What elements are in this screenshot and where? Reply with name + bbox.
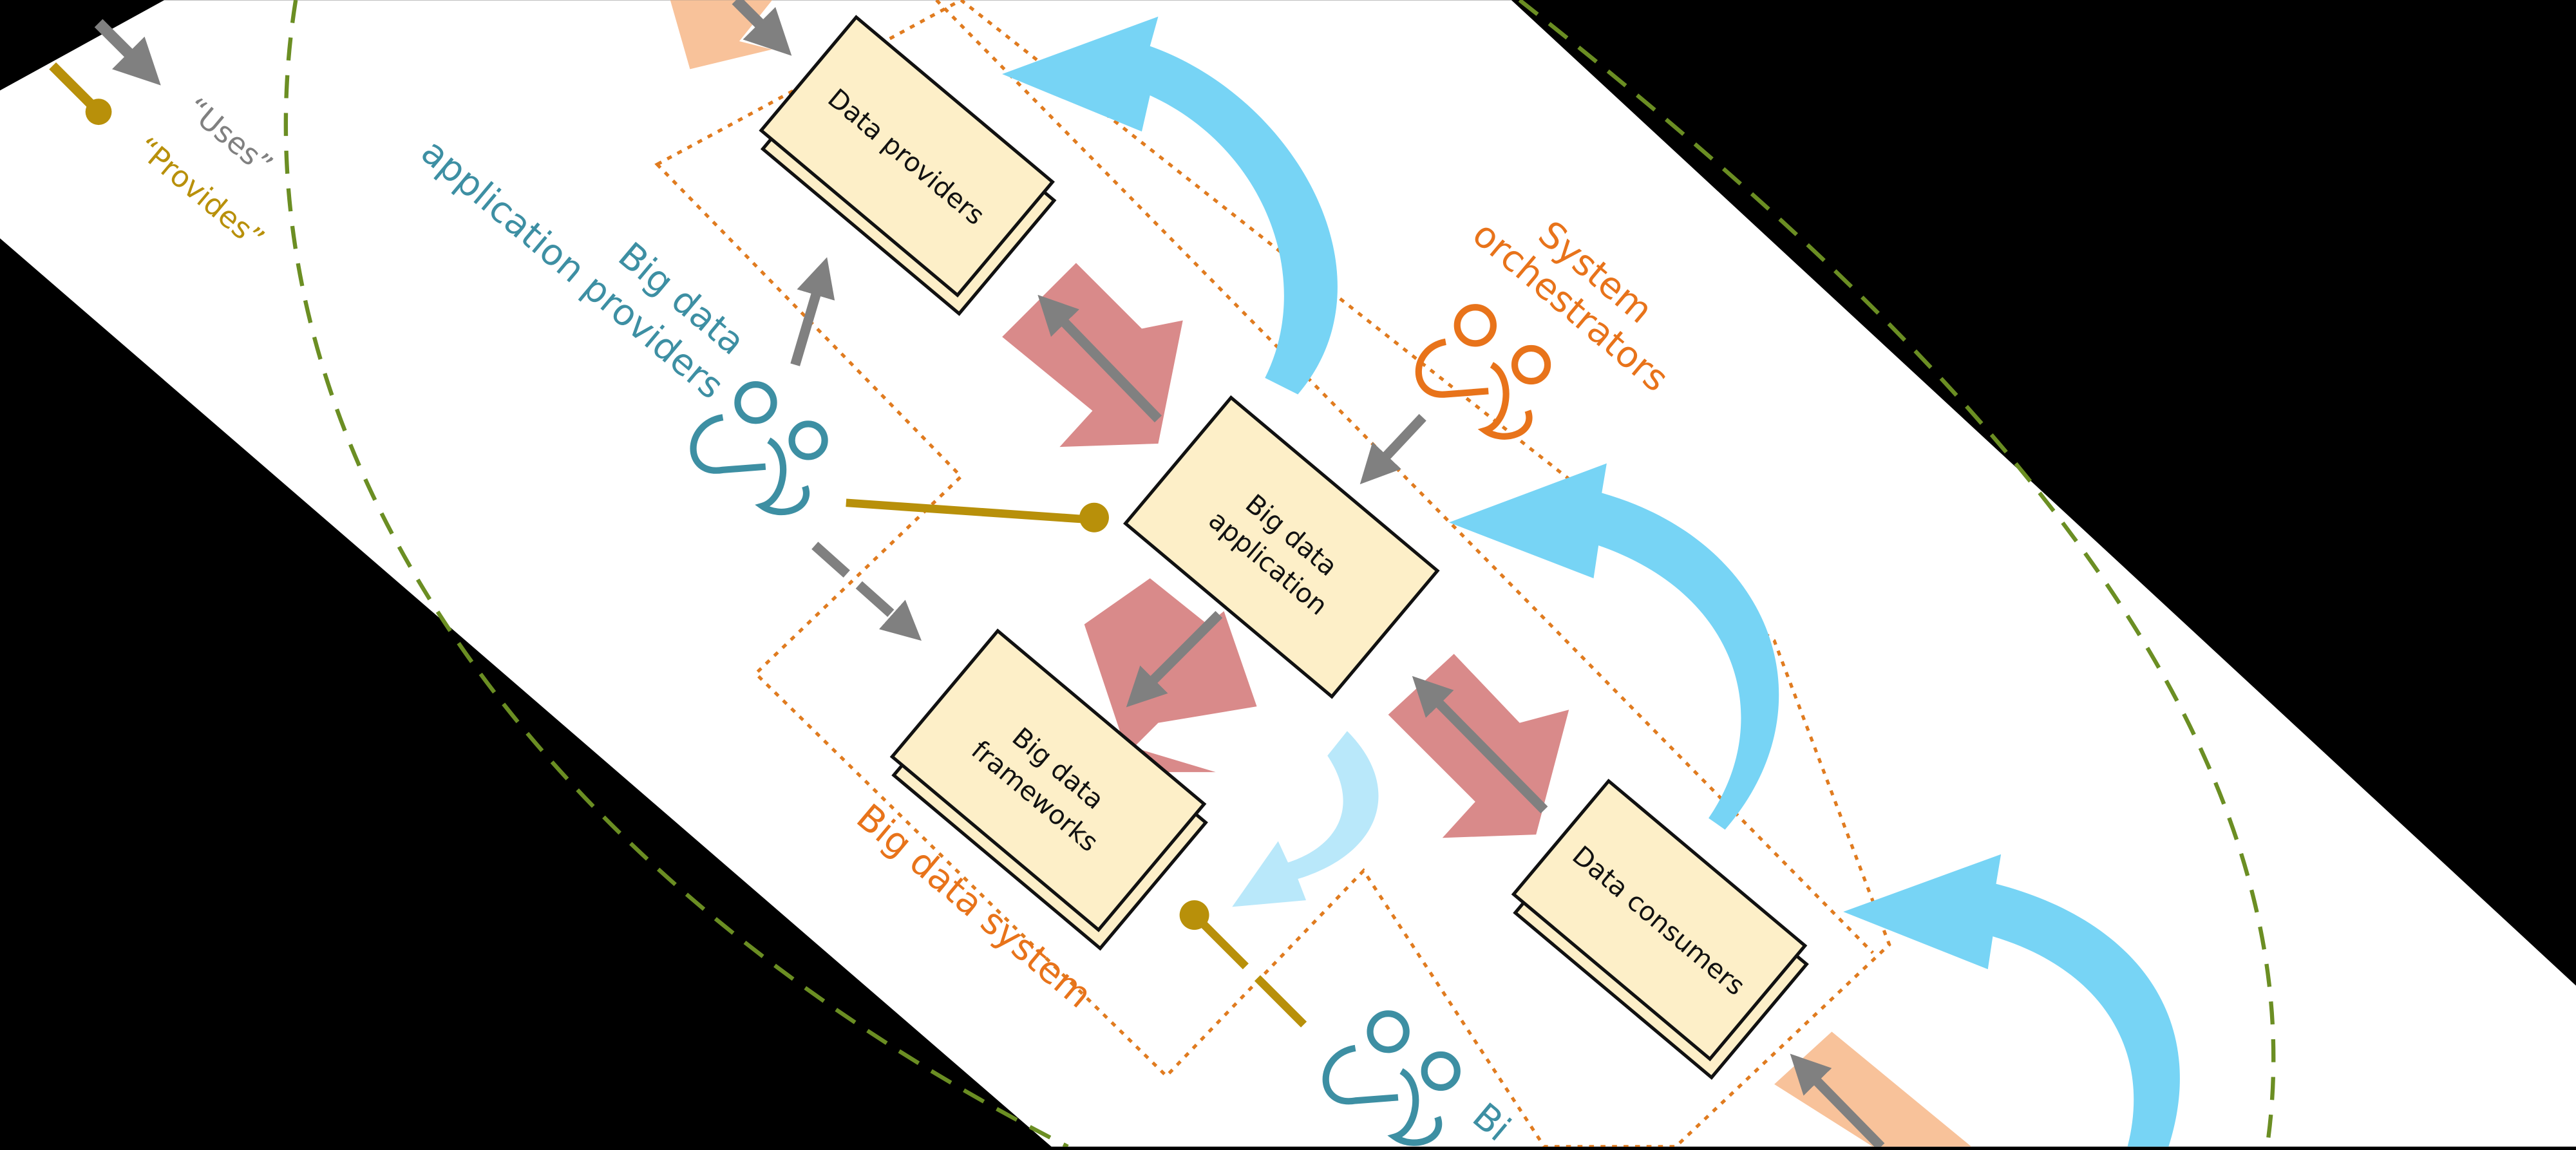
provides-application-link (846, 498, 1109, 533)
provides-frameworks-link (1179, 900, 1309, 1030)
feedback-arrow-3 (1232, 731, 1379, 907)
ecosystem-boundary-right (1518, 0, 2276, 1147)
feedback-arrow-4 (1843, 854, 2180, 1147)
uses-arrow-orchestrators (1359, 413, 1426, 485)
feedback-arrow-1 (1002, 16, 1338, 395)
feedback-arrow-2 (1449, 463, 1779, 830)
people-group-icon (690, 381, 828, 516)
system-boundary-edge (935, 0, 1874, 954)
uses-arrow-app-to-providers (1037, 294, 1162, 423)
people-group-icon (1415, 304, 1551, 440)
ecosystem-boundary-left (283, 0, 1069, 1149)
data-providers-node[interactable]: Data providers (753, 15, 1063, 316)
provides-lollipop-icon (49, 62, 112, 126)
big-data-frameworks-node[interactable]: Big data frameworks (884, 628, 1214, 951)
uses-arrow-icon (94, 19, 161, 86)
uses-arrow-bottom (1790, 1053, 1885, 1150)
uses-arrow-to-frameworks (811, 542, 922, 641)
big-data-application-node[interactable]: Big data application (1122, 395, 1440, 699)
data-flow-arrow-2 (1084, 578, 1257, 773)
uses-arrow-top (732, 0, 792, 56)
data-consumers-node[interactable]: Data consumers (1505, 778, 1815, 1080)
uses-arrow-app-to-frameworks (1126, 610, 1223, 708)
uses-arrow-consumers-to-app (1412, 675, 1548, 814)
uses-arrow-to-providers (790, 257, 835, 366)
people-group-icon (1322, 1010, 1461, 1146)
